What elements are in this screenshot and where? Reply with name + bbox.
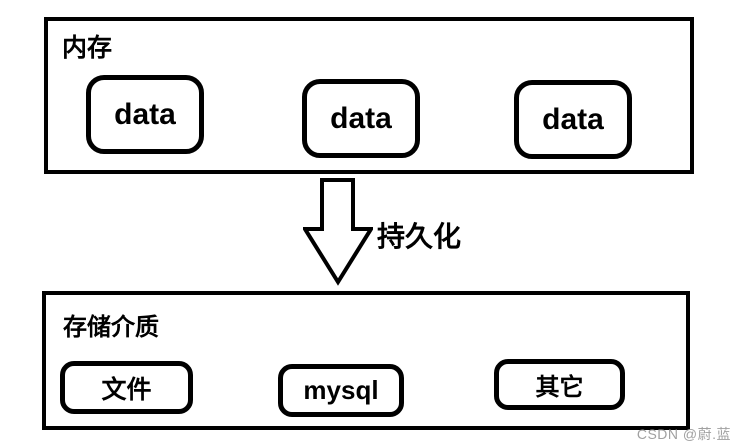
data-node: data bbox=[302, 79, 420, 158]
memory-box-label: 内存 bbox=[62, 34, 113, 62]
storage-node-label: 其它 bbox=[535, 374, 584, 401]
data-node-label: data bbox=[330, 101, 392, 135]
storage-node-label: 文件 bbox=[101, 375, 152, 404]
storage-node-label: mysql bbox=[303, 375, 379, 405]
data-node: data bbox=[86, 75, 204, 154]
down-arrow-icon bbox=[301, 177, 375, 286]
persistence-label: 持久化 bbox=[377, 221, 462, 252]
storage-node-mysql: mysql bbox=[278, 364, 404, 417]
data-node-label: data bbox=[114, 97, 176, 131]
memory-box: 内存 data data data bbox=[44, 17, 694, 174]
storage-box-label: 存储介质 bbox=[63, 314, 159, 341]
data-node-label: data bbox=[542, 102, 604, 136]
watermark: CSDN @蔚.蓝 bbox=[636, 426, 731, 442]
storage-box: 存储介质 文件 mysql 其它 bbox=[42, 291, 690, 430]
storage-node-file: 文件 bbox=[60, 361, 193, 414]
storage-node-other: 其它 bbox=[494, 359, 625, 410]
data-node: data bbox=[514, 80, 632, 159]
